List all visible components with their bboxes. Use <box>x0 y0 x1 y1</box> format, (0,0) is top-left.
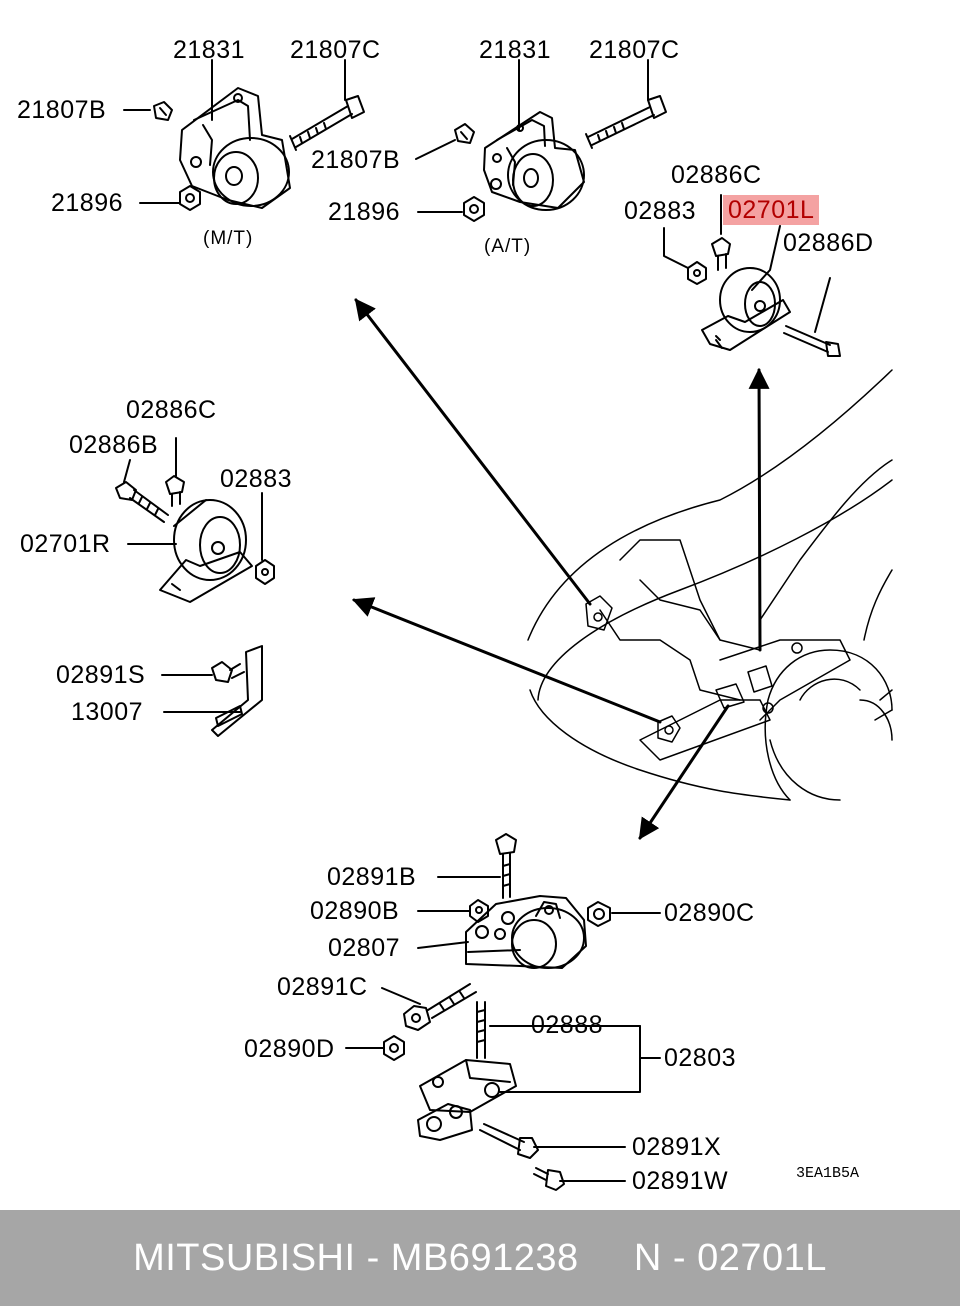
label-21807c-mt: 21807C <box>290 36 381 64</box>
nut-02890c <box>587 901 611 927</box>
nut-02890b <box>469 899 489 923</box>
footer-part-info: MITSUBISHI - MB691238 N - 02701L <box>133 1236 827 1279</box>
label-02891w: 02891W <box>632 1167 729 1195</box>
nut-02890d <box>383 1035 405 1061</box>
mt-engine-mount <box>179 87 291 209</box>
bracket-02803-drawing <box>417 1059 517 1141</box>
diagram-code: 3EA1B5A <box>796 1165 860 1182</box>
parts-diagram: 21831 21807C 21807B 21896 (M/T) 21831 21… <box>17 36 893 1195</box>
stud-02888 <box>476 1001 486 1059</box>
label-02891b: 02891B <box>327 863 417 891</box>
mt-bolt-21807b <box>153 101 173 121</box>
bolt-02891c <box>403 983 477 1031</box>
nut-02883-right <box>255 559 275 585</box>
vehicle-outline <box>527 369 893 801</box>
label-02891c: 02891C <box>277 973 368 1001</box>
label-02890c: 02890C <box>664 899 755 927</box>
label-02883-left: 02883 <box>624 197 697 225</box>
label-02701r: 02701R <box>20 530 111 558</box>
label-21807b-at: 21807B <box>311 146 401 174</box>
label-02890b: 02890B <box>310 897 400 925</box>
label-21807c-at: 21807C <box>589 36 680 64</box>
label-02886c-right: 02886C <box>126 396 217 424</box>
at-bolt-21807c <box>585 95 667 149</box>
label-13007: 13007 <box>71 698 144 726</box>
label-21831-at: 21831 <box>479 36 552 64</box>
mount-02807-drawing <box>465 895 587 969</box>
diagram-drawing <box>115 59 893 1191</box>
caption-at: (A/T) <box>484 236 532 257</box>
label-21896-mt: 21896 <box>51 189 124 217</box>
mt-bolt-21807c <box>289 95 365 151</box>
label-02891s: 02891S <box>56 661 146 689</box>
label-02888: 02888 <box>531 1011 604 1039</box>
bolt-02891b <box>495 833 517 899</box>
label-02803: 02803 <box>664 1044 737 1072</box>
label-02886c-left: 02886C <box>671 161 762 189</box>
nut-02883-left <box>687 261 707 285</box>
at-engine-mount <box>483 111 585 211</box>
label-02807: 02807 <box>328 934 401 962</box>
mount-02701r-drawing <box>159 499 253 603</box>
bracket-13007-drawing <box>211 645 263 737</box>
at-bolt-21807b <box>454 123 475 144</box>
footer-bar: MITSUBISHI - MB691238 N - 02701L <box>0 1210 960 1306</box>
label-02886b: 02886B <box>69 431 159 459</box>
bolt-02891w <box>533 1167 565 1191</box>
mt-nut-21896 <box>179 185 201 211</box>
label-02890d: 02890D <box>244 1035 335 1063</box>
label-02886d: 02886D <box>783 229 874 257</box>
label-21896-at: 21896 <box>328 198 401 226</box>
label-02891x: 02891X <box>632 1133 722 1161</box>
bolt-02891s <box>211 661 245 683</box>
mount-02701l-drawing <box>701 267 791 351</box>
label-21831-mt: 21831 <box>173 36 246 64</box>
label-02701l-highlighted: 02701L <box>723 195 820 225</box>
at-nut-21896 <box>463 196 485 222</box>
caption-mt: (M/T) <box>203 228 254 249</box>
callout-arrows <box>352 298 770 840</box>
bolt-02886c-left <box>711 237 731 271</box>
bolt-02886d <box>783 325 841 357</box>
bolt-02891x <box>479 1123 539 1159</box>
bolt-02886c-right <box>165 475 185 507</box>
bolt-02886b-right <box>115 481 169 523</box>
label-21807b-mt: 21807B <box>17 96 107 124</box>
label-02883-right: 02883 <box>220 465 293 493</box>
